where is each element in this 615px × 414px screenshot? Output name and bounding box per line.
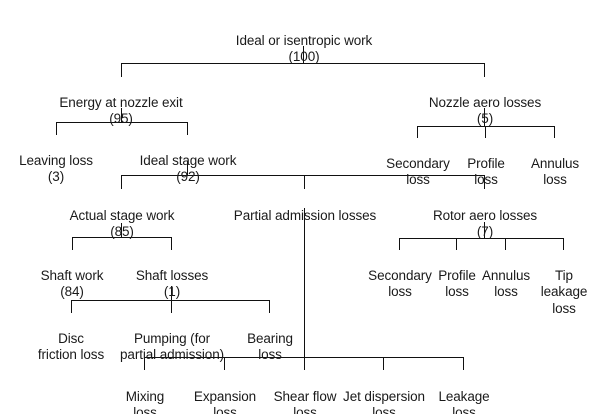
node-rotor-annulus-loss: Annulus loss (482, 251, 530, 301)
node-nozzle-annulus-loss: Annulus loss (531, 139, 579, 189)
connector-nozzle-annulus-drop (554, 126, 556, 138)
node-label: Profile loss (438, 267, 476, 300)
node-label: Rotor aero losses (432, 207, 538, 223)
connector-level3-bar (121, 175, 485, 177)
node-value: (84) (60, 284, 84, 299)
node-label: Secondary loss (386, 155, 450, 188)
node-value: (3) (47, 169, 65, 184)
node-label: Energy at nozzle exit (59, 94, 183, 110)
connector-energy-stem (121, 108, 123, 122)
node-label: Ideal stage work (139, 152, 237, 168)
node-shear-flow-loss: Shear flow loss (274, 372, 337, 414)
node-label: Mixing loss (125, 388, 165, 414)
node-label: Jet dispersion loss (343, 388, 425, 414)
node-actual-stage-work: Actual stage work (85) (70, 191, 175, 257)
connector-mixing-drop (144, 357, 146, 370)
node-leakage-loss: Leakage loss (438, 372, 489, 414)
connector-rotor-annulus-drop (505, 238, 507, 250)
node-value: (85) (110, 224, 134, 239)
node-rotor-aero-losses: Rotor aero losses (7) (433, 191, 537, 257)
connector-shaft-losses-stem (171, 286, 173, 300)
node-label: Disc friction loss (37, 330, 105, 363)
connector-rotor-aero-stem (484, 222, 486, 238)
connector-shaft-work-drop (72, 237, 74, 250)
connector-level1-drop-right (484, 63, 486, 77)
node-shaft-losses: Shaft losses (1) (136, 251, 208, 317)
connector-actual-stage-drop (121, 175, 123, 189)
connector-leaving-loss-drop (56, 122, 58, 135)
node-label: Ideal or isentropic work (235, 32, 373, 48)
node-ideal-stage-work: Ideal stage work (92) (140, 136, 237, 202)
node-label: Shaft losses (135, 267, 209, 283)
node-tip-leakage-loss: Tip leakage loss (541, 251, 588, 317)
connector-leakage-drop (463, 357, 465, 370)
connector-level1-drop-left (121, 63, 123, 77)
node-label: Pumping (for partial admission) (120, 330, 224, 363)
node-mixing-loss: Mixing loss (125, 372, 165, 414)
connector-level1-bar (121, 63, 485, 65)
connector-disc-friction-drop (71, 300, 73, 313)
connector-expansion-drop (224, 357, 226, 370)
node-value: (7) (476, 224, 494, 239)
node-label: Partial admission losses (233, 207, 377, 223)
connector-nozzle-profile-drop (485, 126, 487, 138)
node-rotor-secondary-loss: Secondary loss (368, 251, 432, 301)
node-energy-at-nozzle-exit: Energy at nozzle exit (95) (59, 78, 182, 144)
connector-shaft-losses-bar (71, 300, 270, 302)
node-label: Secondary loss (368, 267, 432, 300)
connector-rotor-aero-drop (484, 175, 486, 189)
node-label: Shaft work (40, 267, 104, 283)
connector-rotor-aero-bar (399, 238, 564, 240)
connector-ideal-work-stem (303, 46, 305, 63)
node-label: Annulus loss (481, 267, 531, 300)
node-label: Leakage loss (438, 388, 490, 414)
node-bearing-loss: Bearing loss (247, 314, 293, 364)
node-value: (95) (109, 111, 133, 126)
node-label: Leaving loss (19, 152, 93, 168)
connector-ideal-stage-stem (187, 161, 189, 175)
node-label: Annulus loss (530, 155, 580, 188)
connector-energy-bar (56, 122, 188, 124)
connector-shaft-losses-drop (171, 237, 173, 250)
node-leaving-loss: Leaving loss (3) (19, 136, 93, 202)
node-label: Nozzle aero losses (428, 94, 542, 110)
connector-jet-dispersion-drop (383, 357, 385, 370)
connector-ideal-stage-drop (187, 122, 189, 135)
node-value: (92) (176, 169, 200, 184)
node-label: Profile loss (467, 155, 505, 188)
node-partial-admission-losses: Partial admission losses (233, 191, 377, 224)
node-pumping-loss: Pumping (for partial admission) (120, 314, 224, 364)
node-nozzle-aero-losses: Nozzle aero losses (5) (429, 78, 541, 144)
connector-pumping-drop (171, 300, 173, 313)
node-label: Bearing loss (247, 330, 293, 363)
node-value: (5) (476, 111, 494, 126)
node-rotor-profile-loss: Profile loss (438, 251, 476, 301)
node-expansion-loss: Expansion loss (194, 372, 256, 414)
node-disc-friction-loss: Disc friction loss (38, 314, 104, 364)
connector-shear-flow-drop (304, 357, 306, 370)
connector-actual-stage-stem (121, 223, 123, 237)
node-label: Tip leakage loss (540, 267, 588, 316)
connector-tip-leakage-drop (563, 238, 565, 250)
connector-partial-admission-drop (304, 175, 306, 189)
connector-nozzle-secondary-drop (417, 126, 419, 138)
connector-actual-stage-bar (72, 237, 172, 239)
node-label: Shear flow loss (273, 388, 337, 414)
connector-rotor-profile-drop (456, 238, 458, 250)
node-shaft-work: Shaft work (84) (41, 251, 104, 317)
connector-bearing-drop (269, 300, 271, 313)
connector-rotor-secondary-drop (399, 238, 401, 250)
connector-nozzle-aero-stem (484, 108, 486, 126)
node-label: Expansion loss (193, 388, 257, 414)
node-value: (100) (288, 49, 320, 64)
node-nozzle-secondary-loss: Secondary loss (386, 139, 450, 189)
node-ideal-or-isentropic-work: Ideal or isentropic work (100) (235, 16, 373, 82)
node-label: Actual stage work (69, 207, 175, 223)
node-jet-dispersion-loss: Jet dispersion loss (343, 372, 425, 414)
node-nozzle-profile-loss: Profile loss (467, 139, 505, 189)
node-value: (1) (163, 284, 181, 299)
connector-partial-admission-stem (304, 208, 306, 357)
